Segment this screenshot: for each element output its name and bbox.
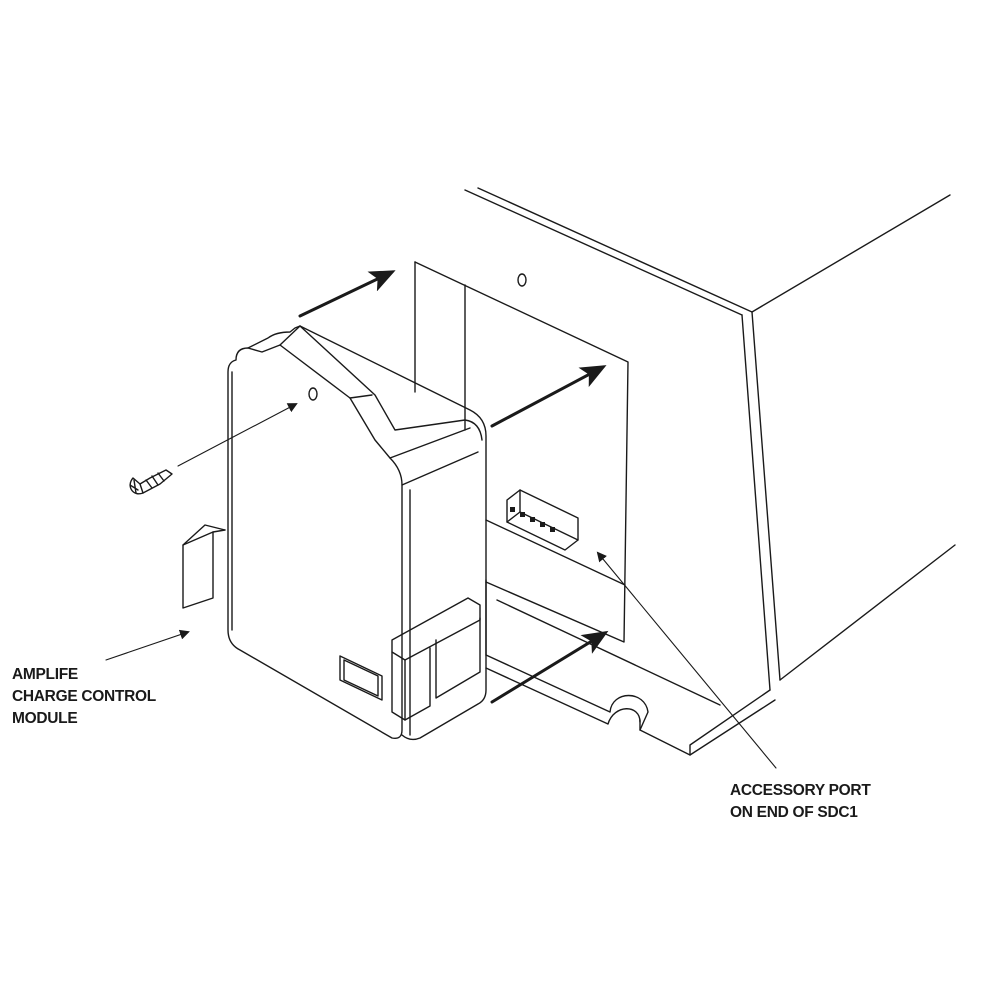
module-label-line-1: AMPLIFE xyxy=(12,666,78,683)
port-label-line-1: ACCESSORY PORT xyxy=(730,782,871,799)
charge-control-module xyxy=(182,325,487,741)
leader-module xyxy=(105,629,190,661)
leader-port xyxy=(596,551,777,769)
port-label: ACCESSORY PORT ON END OF SDC1 xyxy=(730,780,871,824)
port-label-line-2: ON END OF SDC1 xyxy=(730,804,858,821)
arrow-bottom xyxy=(490,630,609,704)
leader-screw xyxy=(177,403,298,467)
module-label-line-3: MODULE xyxy=(12,710,78,727)
arrow-top xyxy=(298,270,396,318)
sdc1-housing xyxy=(414,187,956,756)
screw-icon xyxy=(129,469,173,495)
accessory-port xyxy=(506,489,579,551)
module-label: AMPLIFE CHARGE CONTROL MODULE xyxy=(12,664,156,730)
arrow-middle xyxy=(490,365,607,428)
module-label-line-2: CHARGE CONTROL xyxy=(12,688,156,705)
